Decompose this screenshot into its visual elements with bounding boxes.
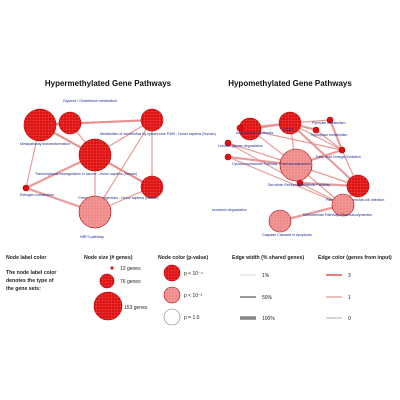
legend-label-note-1: The node label color [6, 270, 56, 276]
legend-node-size-heading: Node size (# genes) [84, 255, 133, 261]
legend: Node label color The node label color de… [6, 255, 392, 326]
legend-size-153-grid [94, 292, 122, 320]
hyper-edge-h3-h7 [94, 119, 153, 213]
hyper-node-label-h2: Metapathway biotransformation [20, 142, 70, 146]
hypo-node-o11 [224, 153, 232, 161]
hyper-edge-h2-h3 [39, 118, 153, 127]
legend-node-color-heading: Node color (p-value) [158, 255, 208, 261]
legend-edge-100: 100% [262, 316, 275, 322]
hypo-edge-o11-o12 [227, 156, 344, 206]
legend-size-13: 13 genes [120, 266, 141, 272]
hypo-node-grid-o8 [280, 149, 312, 181]
hyper-node-label-h3: Metabolism of xenobiotics by cytochrome … [100, 132, 216, 136]
legend-label-note-3: the gene sets: [6, 286, 41, 292]
hyper-node-h5 [22, 184, 30, 192]
hyper-node-grid-h3 [141, 109, 163, 131]
hypo-title: Hypomethylated Gene Pathways [228, 79, 352, 88]
legend-edge-1: 1% [262, 273, 270, 279]
legend-edge-width-heading: Edge width (% shared genes) [232, 255, 304, 261]
legend-size-13-marker [110, 266, 114, 270]
hypo-node-label-o9: Serotonin Receptor Metabolic Pathway [268, 183, 330, 187]
legend-edge-color-3: 3 [348, 273, 351, 279]
legend-pvalue-mid: p < 10⁻² [184, 293, 203, 299]
hypo-node-label-o5: Tryptophan metabolism [310, 133, 347, 137]
legend-pvalue-mid-grid [164, 287, 180, 303]
hypo-node-label-o13: Caspase Cascade in Apoptosis [262, 233, 312, 237]
hyper-node-grid-h1 [59, 112, 81, 134]
legend-label-note-2: denotes the type of [6, 278, 54, 284]
hypo-node-label-o4: EGFR [283, 128, 293, 132]
hyper-node-label-h6: Chemical carcinogenesis - Homo sapiens (… [78, 196, 159, 200]
legend-pvalue-high-grid [164, 265, 180, 281]
hypo-node-o5 [312, 126, 320, 134]
hypo-node-o6 [224, 139, 232, 147]
legend-size-76: 76 genes [120, 279, 141, 285]
legend-size-153: 153 genes [124, 305, 148, 311]
hyper-node-label-h7: NRF2 pathway [80, 235, 104, 239]
hyper-node-grid-h2 [24, 109, 56, 141]
hypo-node-label-o3: Acetylcholine synthesis [236, 131, 273, 135]
legend-label-color-heading: Node label color [6, 255, 46, 261]
hypo-node-grid-o13 [269, 210, 291, 232]
hypo-node-label-o11: serotonin degradation [212, 208, 247, 212]
hypo-node-o2 [326, 116, 334, 124]
legend-edge-50: 50% [262, 295, 273, 301]
hypo-node-label-o2: Pyruvate metabolism [312, 121, 346, 125]
legend-pvalue-none-marker [163, 308, 181, 326]
hyper-node-grid-h6 [141, 176, 163, 198]
hyper-node-label-h4: Transcriptional misregulation in cancer … [35, 172, 137, 176]
hyper-node-grid-h4 [79, 139, 111, 171]
hypo-node-label-o6: Leucine/glycine degradation [218, 144, 263, 148]
hypo-edge-o5-o7 [315, 129, 343, 151]
hyper-node-label-h5: Estrogen metabolism [20, 193, 54, 197]
hypo-node-label-o7: Fatty Acid Omega Oxidation [316, 155, 361, 159]
hyper-node-grid-h7 [79, 196, 111, 228]
hypo-node-grid-o4 [279, 112, 301, 134]
hypo-node-o3 [236, 124, 244, 132]
hypo-node-label-o10: Pathogenic Escherichia coli infection [326, 198, 384, 202]
legend-edge-color-1: 1 [348, 295, 351, 301]
legend-pvalue-none: p = 1.0 [184, 315, 200, 321]
hypo-node-label-o8: Cyclophosphamide Pathway, Pharmacodynami… [232, 162, 311, 166]
hypo-node-grid-o10 [347, 175, 369, 197]
hypo-edge-o4-o10 [289, 122, 359, 187]
hypo-node-o7 [338, 146, 346, 154]
hyper-title: Hypermethylated Gene Pathways [45, 79, 172, 88]
legend-size-76-grid [100, 274, 114, 288]
legend-edge-color-0: 0 [348, 316, 351, 322]
hypo-node-label-o12: Methotrexate Pathway, Pharmacodynamics [303, 213, 372, 217]
hypo-edge-o2-o7 [328, 119, 344, 151]
hypo-node-grid-o12 [332, 194, 354, 216]
legend-edge-color-heading: Edge color (genes from input) [318, 255, 392, 261]
hypo-node-o9 [296, 179, 304, 187]
hyper-node-label-h1: Glycerol / Glutathione metabolism [63, 99, 117, 103]
legend-pvalue-high: p < 10⁻⁴ [184, 271, 203, 277]
hyper-nodes: Glycerol / Glutathione metabolismMetapat… [20, 99, 216, 239]
hypo-node-grid-o1 [239, 118, 261, 140]
